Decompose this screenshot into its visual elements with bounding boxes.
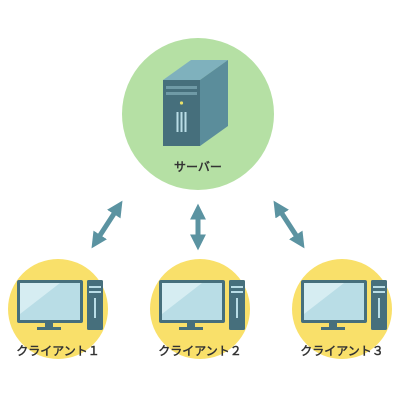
client-label-2: クライアント２: [158, 344, 242, 358]
server-label: サーバー: [174, 160, 222, 174]
connections: [91, 200, 305, 251]
server-node: サーバー: [122, 38, 274, 190]
desktop-computer-icon: [301, 280, 387, 330]
client-label-3: クライアント３: [300, 344, 384, 358]
client-node-3: クライアント３: [292, 259, 392, 359]
desktop-computer-icon: [159, 280, 245, 330]
server-tower-icon: [163, 60, 228, 146]
desktop-computer-icon: [17, 280, 103, 330]
client-node-1: クライアント１: [8, 259, 108, 359]
arrow-server-client-1: [91, 200, 123, 249]
arrow-server-client-3: [273, 200, 305, 249]
client-node-2: クライアント２: [150, 259, 250, 359]
client-label-1: クライアント１: [16, 344, 100, 358]
